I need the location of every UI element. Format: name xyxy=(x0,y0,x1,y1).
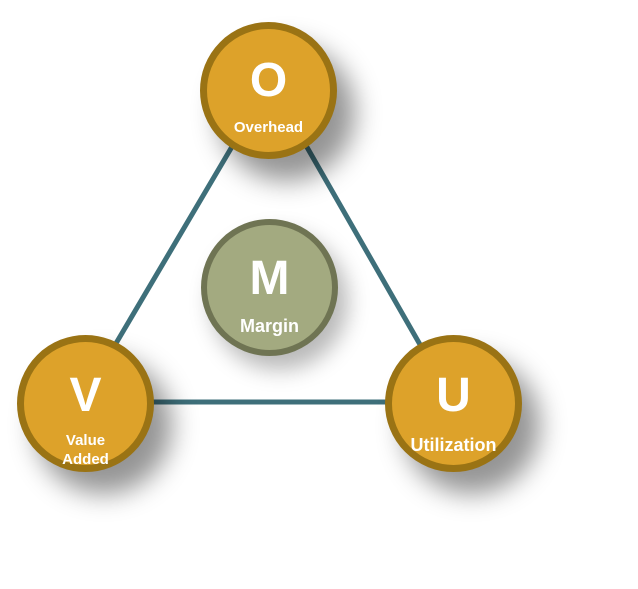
node-margin-letter: M xyxy=(249,252,290,305)
node-overhead: O Overhead xyxy=(200,22,337,159)
node-overhead-label: Overhead xyxy=(233,119,304,136)
node-value-added: V Value Added xyxy=(17,335,154,472)
node-value-added-letter: V xyxy=(69,369,102,422)
node-utilization-label: Utilization xyxy=(410,435,497,455)
node-utilization-letter: U xyxy=(436,369,471,422)
edge-overhead-utilization xyxy=(293,125,433,365)
node-value-added-label: Value Added xyxy=(24,432,147,470)
edge-overhead-value-added xyxy=(102,125,246,365)
node-value-added-label-line2: Added xyxy=(62,450,109,468)
node-overhead-letter: O xyxy=(249,54,288,107)
node-margin-label: Margin xyxy=(239,316,299,336)
node-utilization: U Utilization xyxy=(385,335,522,472)
node-margin: M Margin xyxy=(201,219,338,356)
node-value-added-label-line1: Value xyxy=(65,432,106,449)
